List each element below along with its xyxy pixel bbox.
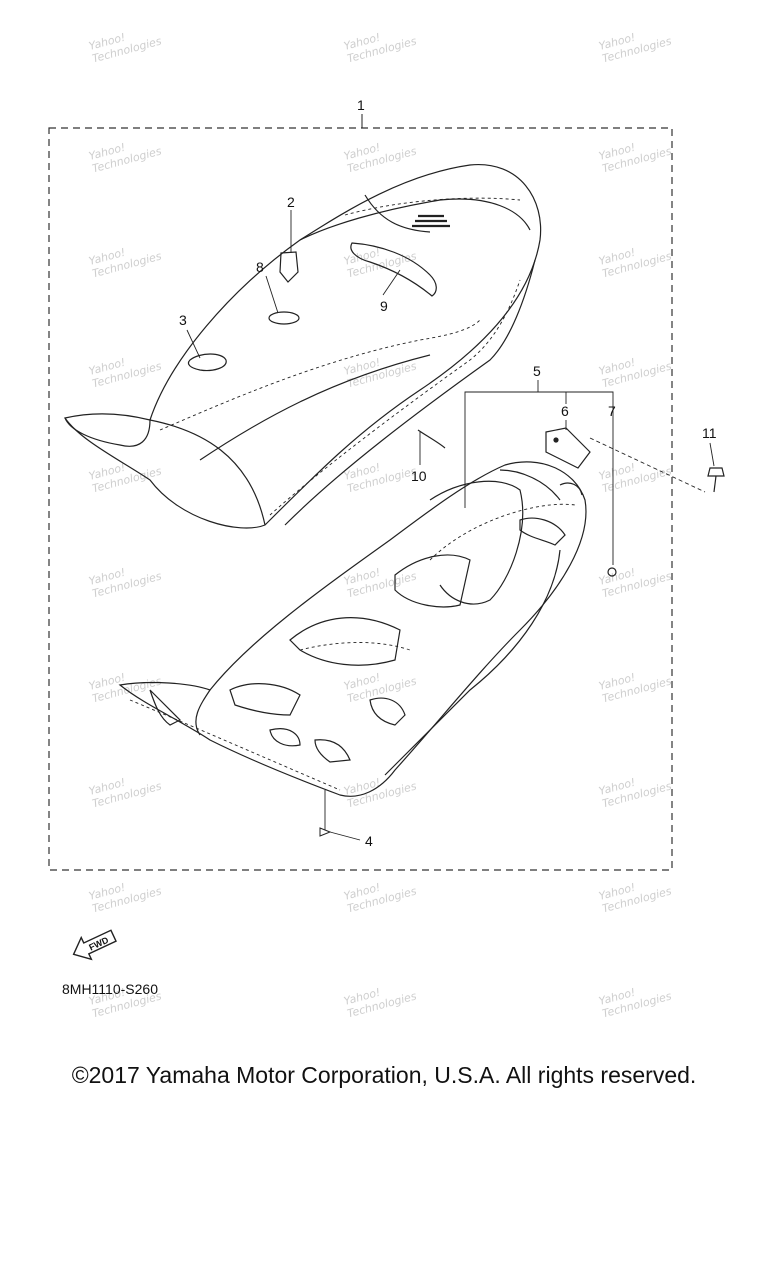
diagram-code: 8MH1110-S260 <box>62 981 158 997</box>
bracket-part <box>545 427 591 469</box>
callout-10: 10 <box>411 468 427 484</box>
callout-3: 3 <box>179 312 187 328</box>
callout-6: 6 <box>561 403 569 419</box>
copyright-notice: ©2017 Yamaha Motor Corporation, U.S.A. A… <box>71 1062 697 1088</box>
callout-7: 7 <box>608 403 616 419</box>
leader-lines <box>186 210 715 841</box>
callout-2: 2 <box>287 194 295 210</box>
callout-4: 4 <box>365 833 373 849</box>
callout-5: 5 <box>533 363 541 379</box>
clip-part-10 <box>417 429 446 449</box>
fwd-arrow-icon: FWD <box>72 929 117 961</box>
screw-part-11 <box>707 467 725 493</box>
callout-1: 1 <box>357 97 365 113</box>
seat-top <box>64 164 542 529</box>
assembly-boundary <box>48 127 673 871</box>
callout-8: 8 <box>256 259 264 275</box>
seat-base <box>118 461 587 797</box>
callout-9: 9 <box>380 298 388 314</box>
callout-11: 11 <box>702 425 717 441</box>
nut-part-7 <box>607 567 617 577</box>
